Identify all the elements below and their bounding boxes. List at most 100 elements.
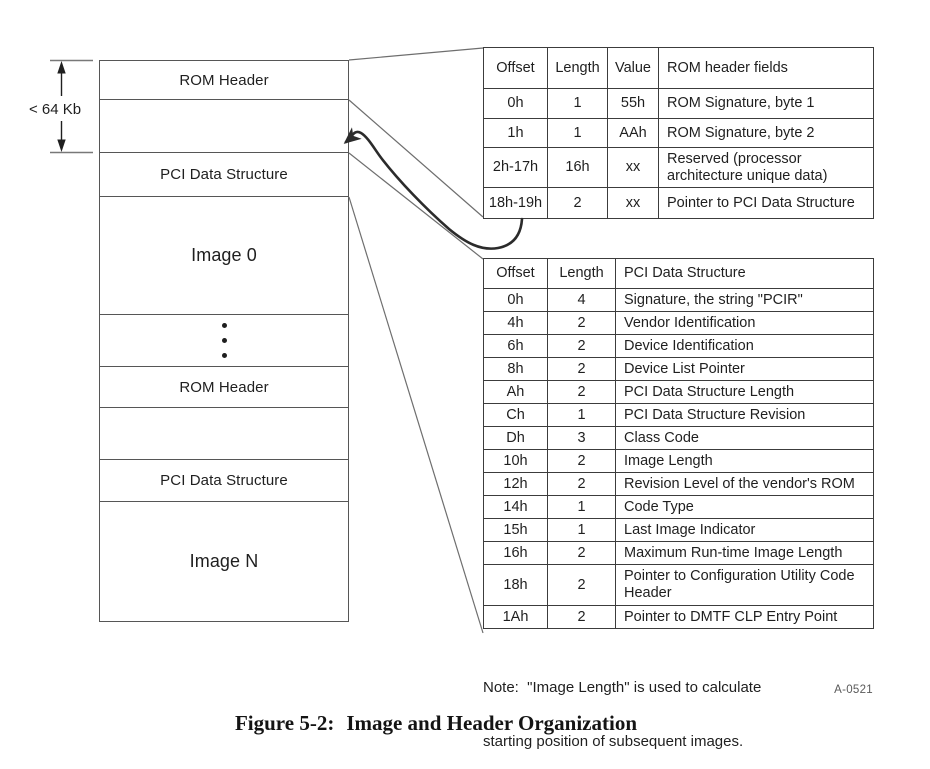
table-row: 14h 1 Code Type [483,495,874,519]
figure-caption: Figure 5-2: Image and Header Organization [0,711,872,736]
rom-image-stack: ROM Header PCI Data Structure Image 0 RO… [99,60,349,622]
table-row: 1Ah 2 Pointer to DMTF CLP Entry Point [483,605,874,629]
table-row: Ah 2 PCI Data Structure Length [483,380,874,404]
cell-offset: 18h-19h [483,187,548,219]
fan-line-pci-bottom [348,196,484,634]
table-row: 0h 4 Signature, the string "PCIR" [483,288,874,312]
cell-field: Pointer to PCI Data Structure [658,187,874,219]
cell-length: 1 [547,495,616,519]
cell-field: Pointer to DMTF CLP Entry Point [615,605,874,629]
table-row: 2h-17h 16h xx Reserved (processor archit… [483,147,874,188]
cell-length: 1 [547,118,608,148]
cell-offset: 14h [483,495,548,519]
table-row: 6h 2 Device Identification [483,334,874,358]
cell-field: ROM Signature, byte 2 [658,118,874,148]
cell-field: Pointer to Configuration Utility Code He… [615,564,874,606]
cell-field: Image Length [615,449,874,473]
cell-length: 2 [547,472,616,496]
cell-length: 16h [547,147,608,188]
cell-offset: Ah [483,380,548,404]
cell-length: 2 [547,311,616,335]
table-row: 12h 2 Revision Level of the vendor's ROM [483,472,874,496]
cell-offset: 16h [483,541,548,565]
cell-offset: 10h [483,449,548,473]
table-row: 16h 2 Maximum Run-time Image Length [483,541,874,565]
table-row: Dh 3 Class Code [483,426,874,450]
cell-field: Class Code [615,426,874,450]
table-row: 1h 1 AAh ROM Signature, byte 2 [483,118,874,148]
cell-offset: 4h [483,311,548,335]
cell-offset: 15h [483,518,548,542]
cell-offset: Dh [483,426,548,450]
cell-offset: 2h-17h [483,147,548,188]
section-spacer-1 [100,100,348,153]
cell-length: 1 [547,518,616,542]
cell-value: 55h [607,88,659,119]
fan-lines [348,47,484,634]
table-header-row: Offset Length PCI Data Structure [483,258,874,289]
cell-length: 2 [547,357,616,381]
figure-note: Note: "Image Length" is used to calculat… [483,643,761,769]
table-header-row: Offset Length Value ROM header fields [483,47,874,89]
cell-length: 2 [547,541,616,565]
section-rom-header-1: ROM Header [100,61,348,100]
cell-field: Maximum Run-time Image Length [615,541,874,565]
cell-field: Reserved (processor architecture unique … [658,147,874,188]
fan-line-rom-top [348,47,484,61]
table-row: 10h 2 Image Length [483,449,874,473]
cell-field: Revision Level of the vendor's ROM [615,472,874,496]
figure-note-line1: Note: "Image Length" is used to calculat… [483,679,762,696]
artwork-number: A-0521 [834,684,873,696]
cell-length: 4 [547,288,616,312]
cell-value: AAh [607,118,659,148]
table-row: 8h 2 Device List Pointer [483,357,874,381]
cell-field: Vendor Identification [615,311,874,335]
col-header-offset: Offset [483,258,548,289]
cell-length: 3 [547,426,616,450]
cell-field: Signature, the string "PCIR" [615,288,874,312]
cell-offset: 1h [483,118,548,148]
cell-offset: Ch [483,403,548,427]
rom-header-fields-table: Offset Length Value ROM header fields 0h… [483,47,874,219]
col-header-value: Value [607,47,659,89]
figure-note-line2: starting position of subsequent images. [483,733,744,750]
up-arrowhead-icon [57,61,66,74]
col-header-structure: PCI Data Structure [615,258,874,289]
section-image-0: Image 0 [100,197,348,315]
cell-length: 2 [547,449,616,473]
cell-field: Device Identification [615,334,874,358]
cell-field: PCI Data Structure Length [615,380,874,404]
ellipsis-dot [221,338,227,343]
section-image-n: Image N [189,551,259,571]
col-header-length: Length [547,47,608,89]
cell-length: 2 [547,187,608,219]
cell-value: xx [607,147,659,188]
cell-length: 2 [547,605,616,629]
cell-length: 2 [547,334,616,358]
down-arrowhead-icon [57,139,66,152]
table-row: 0h 1 55h ROM Signature, byte 1 [483,88,874,119]
cell-offset: 6h [483,334,548,358]
cell-offset: 0h [483,288,548,312]
col-header-offset: Offset [483,47,548,89]
cell-length: 2 [547,380,616,404]
cell-offset: 18h [483,564,548,606]
table-row: 15h 1 Last Image Indicator [483,518,874,542]
cell-offset: 12h [483,472,548,496]
figure-caption-label: Figure 5-2: [234,711,335,735]
fan-line-rom-bottom [348,99,484,218]
cell-offset: 1Ah [483,605,548,629]
ellipsis-dot [221,323,227,328]
section-rom-header-2: ROM Header [100,367,348,408]
ellipsis-dot [221,353,227,358]
figure-caption-title: Image and Header Organization [346,711,638,735]
table-row: 18h 2 Pointer to Configuration Utility C… [483,564,874,606]
section-pci-data-structure-2: PCI Data Structure [100,460,348,502]
col-header-fields: ROM header fields [658,47,874,89]
cell-offset: 0h [483,88,548,119]
cell-value: xx [607,187,659,219]
cell-offset: 8h [483,357,548,381]
section-ellipsis [100,315,348,367]
size-annotation: < 64 Kb [27,100,84,119]
table-row: 18h-19h 2 xx Pointer to PCI Data Structu… [483,187,874,219]
